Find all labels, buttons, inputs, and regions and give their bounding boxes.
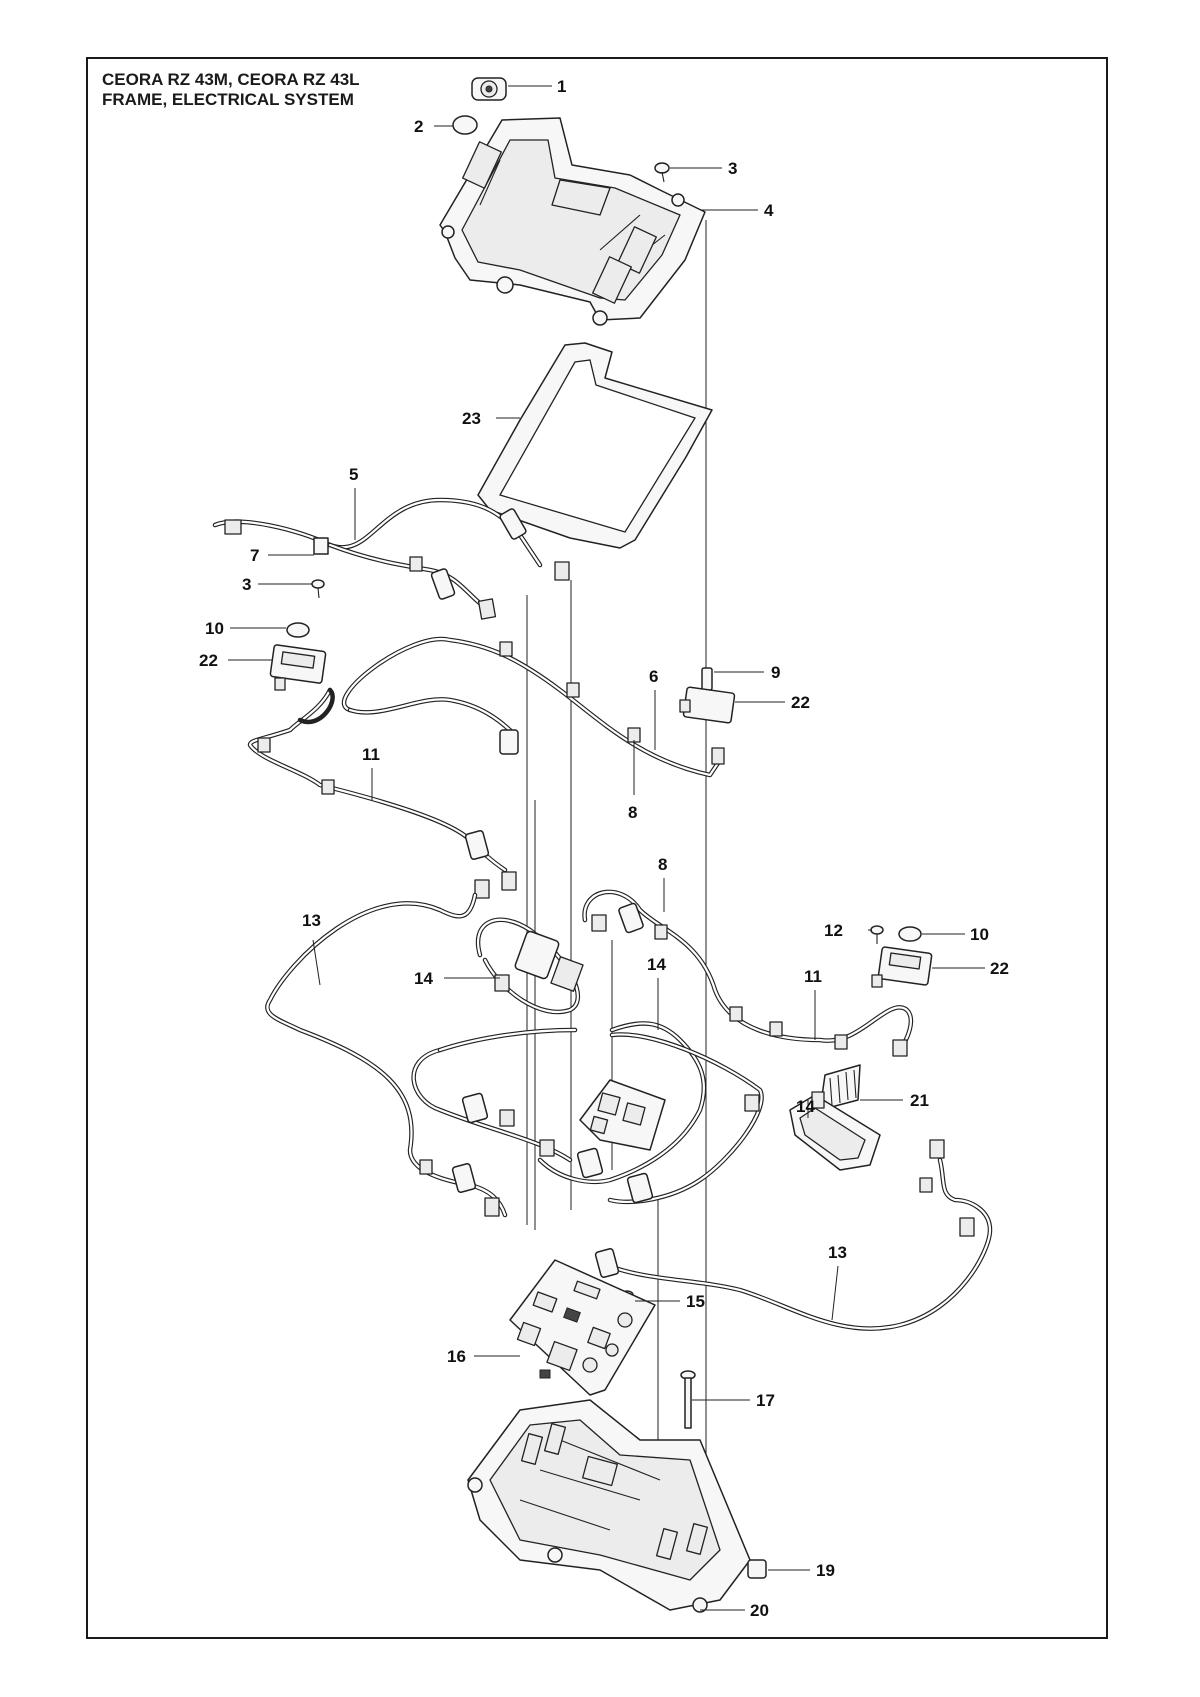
callout-14-middle: 14 <box>647 955 666 974</box>
part-9-pin <box>701 667 713 691</box>
callout-7: 7 <box>250 546 259 565</box>
callout-8-upper: 8 <box>658 855 667 874</box>
callout-6: 6 <box>649 667 658 686</box>
callout-14-right: 14 <box>796 1097 815 1116</box>
callout-22-right-top: 22 <box>791 693 810 712</box>
part-3-screw-top <box>654 162 670 183</box>
callout-23: 23 <box>462 409 481 428</box>
part-3-screw-lower <box>311 579 325 599</box>
callout-15: 15 <box>686 1292 705 1311</box>
callout-3-top: 3 <box>728 159 737 178</box>
part-12-screw <box>870 925 884 944</box>
callout-2: 2 <box>414 117 423 136</box>
callout-19: 19 <box>816 1561 835 1580</box>
part-16-circuit-board <box>509 1259 656 1396</box>
callout-11-left: 11 <box>362 745 380 764</box>
part-13-cable-right <box>594 1139 993 1331</box>
callout-3-lower: 3 <box>242 575 251 594</box>
callout-4: 4 <box>764 201 774 220</box>
callout-9: 9 <box>771 663 780 682</box>
part-6-cable <box>341 636 725 778</box>
callout-16: 16 <box>447 1347 466 1366</box>
part-19-clip <box>747 1559 767 1579</box>
part-23-gasket <box>477 342 713 549</box>
part-10-seal-right <box>898 926 922 942</box>
part-10-seal-left <box>286 622 310 638</box>
callout-22-right: 22 <box>990 959 1009 978</box>
part-8-cable-right <box>582 889 913 1057</box>
diagram-title: CEORA RZ 43M, CEORA RZ 43L FRAME, ELECTR… <box>102 70 360 110</box>
part-20-bottom-chassis <box>467 1399 751 1613</box>
callout-14-left: 14 <box>414 969 433 988</box>
callout-10-right: 10 <box>970 925 989 944</box>
callout-8-lower: 8 <box>628 803 637 822</box>
part-2-seal-disc <box>452 115 478 135</box>
callout-13-left: 13 <box>302 911 321 930</box>
callout-20: 20 <box>750 1601 769 1620</box>
callout-22-left: 22 <box>199 651 218 670</box>
part-11-cable-left <box>247 687 517 899</box>
leader-lines <box>228 85 985 1611</box>
central-connector-module <box>579 1079 666 1151</box>
part-14-cable-cluster-middle <box>411 1021 764 1205</box>
callout-1: 1 <box>557 77 566 96</box>
callout-17: 17 <box>756 1391 775 1410</box>
title-line-models: CEORA RZ 43M, CEORA RZ 43L <box>102 70 360 89</box>
part-13-cable-left <box>265 892 508 1218</box>
diagram-frame <box>86 57 1108 1639</box>
part-22-sensor-right-top <box>679 686 736 724</box>
callout-11-right: 11 <box>804 967 822 986</box>
callout-labels: 1 2 3 4 23 5 7 3 10 22 9 6 22 11 8 8 13 … <box>199 77 1009 1620</box>
title-line-section: FRAME, ELECTRICAL SYSTEM <box>102 90 354 109</box>
callout-21: 21 <box>910 1091 929 1110</box>
callout-13-right: 13 <box>828 1243 847 1262</box>
part-7-cable-clip <box>313 537 329 555</box>
callout-10-left: 10 <box>205 619 224 638</box>
part-4-top-frame <box>439 117 706 326</box>
callout-12: 12 <box>824 921 843 940</box>
part-5-cable-harness <box>212 497 570 620</box>
callout-5: 5 <box>349 465 358 484</box>
part-22-sensor-right <box>871 946 933 988</box>
part-22-sensor-left <box>269 644 327 691</box>
part-14-holder-right <box>789 1091 881 1171</box>
part-17-long-screw <box>680 1370 696 1429</box>
part-1-connector <box>471 77 507 101</box>
part-14-cable-cluster-left <box>475 917 584 1015</box>
